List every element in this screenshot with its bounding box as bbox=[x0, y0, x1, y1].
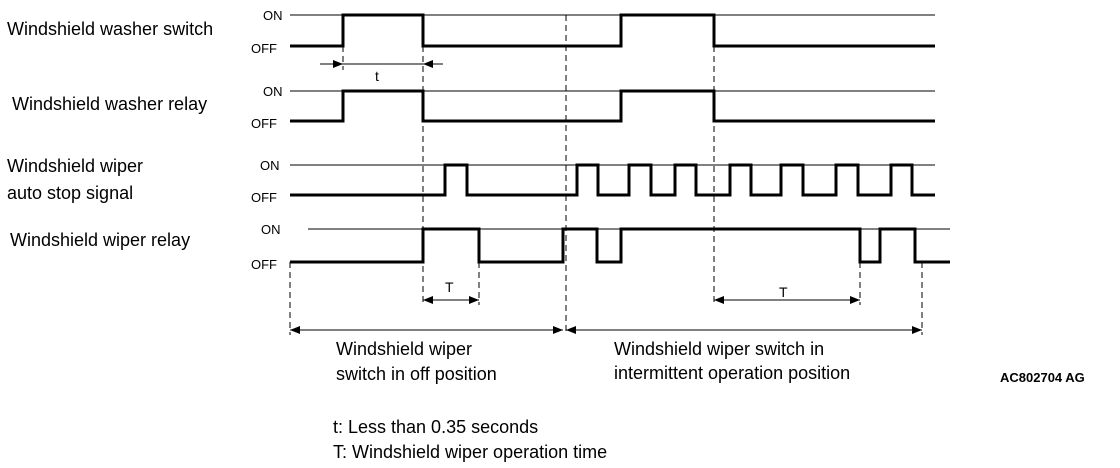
washer-relay-label: Windshield washer relay bbox=[12, 94, 207, 114]
auto-stop-label-line1: Windshield wiper bbox=[7, 156, 143, 176]
t-label: t bbox=[375, 68, 379, 84]
region-intermittent-span bbox=[566, 326, 922, 334]
auto-stop-label-line2: auto stop signal bbox=[7, 183, 133, 203]
wiper-relay-off-label: OFF bbox=[251, 257, 277, 272]
auto-stop-on-label: ON bbox=[260, 158, 280, 173]
auto-stop-off-label: OFF bbox=[251, 190, 277, 205]
T-label-intermittent: T bbox=[779, 284, 788, 300]
region-intermittent-label-line2: intermittent operation position bbox=[614, 363, 850, 383]
washer-relay-off-label: OFF bbox=[251, 116, 277, 131]
wiper-relay-on-label: ON bbox=[261, 222, 281, 237]
washer-switch-on-label: ON bbox=[263, 8, 283, 23]
washer-switch-off-label: OFF bbox=[251, 41, 277, 56]
legend-t: t: Less than 0.35 seconds bbox=[333, 417, 538, 437]
T-dimension-off bbox=[423, 296, 479, 304]
legend-T: T: Windshield wiper operation time bbox=[333, 442, 607, 462]
washer-relay-on-label: ON bbox=[263, 84, 283, 99]
region-intermittent-label-line1: Windshield wiper switch in bbox=[614, 339, 824, 359]
wiper-relay-label: Windshield wiper relay bbox=[10, 230, 190, 250]
washer-switch-waveform bbox=[290, 13, 935, 48]
t-dimension bbox=[320, 60, 443, 68]
washer-relay-waveform bbox=[290, 89, 935, 123]
wiper-relay-waveform bbox=[290, 227, 950, 264]
region-off-label-line1: Windshield wiper bbox=[336, 339, 472, 359]
washer-switch-label: Windshield washer switch bbox=[7, 19, 213, 39]
figure-code: AC802704 AG bbox=[1000, 370, 1085, 385]
T-dimension-intermittent bbox=[714, 296, 860, 304]
region-off-label-line2: switch in off position bbox=[336, 364, 497, 384]
T-label-off: T bbox=[445, 279, 454, 295]
auto-stop-waveform bbox=[290, 163, 935, 197]
region-off-span bbox=[290, 326, 563, 334]
